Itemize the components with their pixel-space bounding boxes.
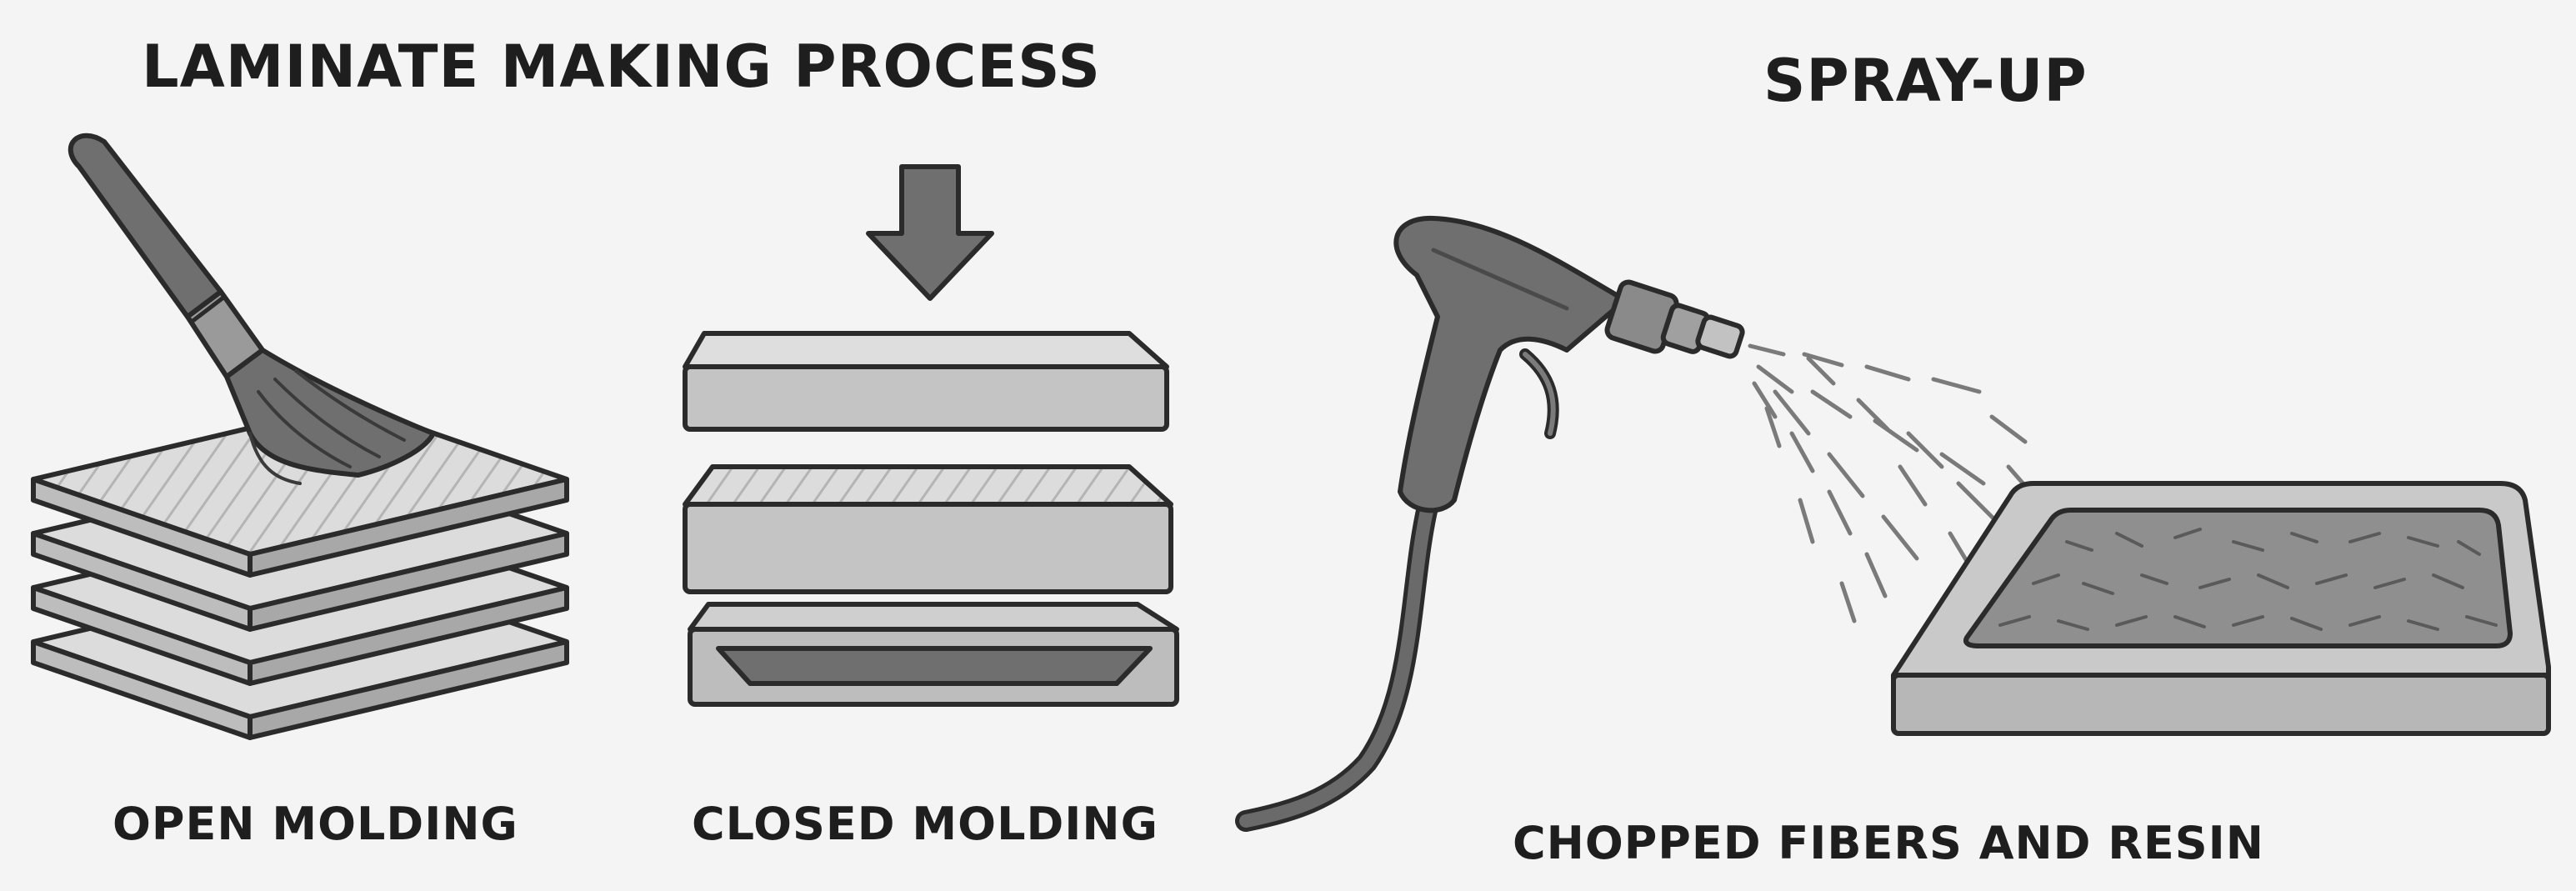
spray-hose-fill xyxy=(1239,493,1436,828)
laminate-preform xyxy=(683,464,1173,594)
spray-up-mold-tray xyxy=(1891,481,2551,736)
lower-mold xyxy=(688,602,1179,707)
caption-open-molding: OPEN MOLDING xyxy=(113,798,518,850)
upper-mold-plate xyxy=(683,331,1169,432)
caption-closed-molding: CLOSED MOLDING xyxy=(692,798,1158,850)
title-spray-up: SPRAY-UP xyxy=(1763,47,2088,115)
chopped-fiber-strands xyxy=(1998,528,2498,631)
spray-gun-icon xyxy=(1393,215,1745,513)
chopped-fiber-bed xyxy=(1963,508,2513,648)
open-molding-laminate-stack xyxy=(31,402,569,740)
spray-mist xyxy=(1748,343,2040,623)
closed-molding-press xyxy=(683,331,1179,707)
laminate-ply-top xyxy=(31,402,569,578)
caption-chopped-fibers-and-resin: CHOPPED FIBERS AND RESIN xyxy=(1513,817,2264,869)
down-arrow-icon xyxy=(866,164,994,301)
title-laminate-making-process: LAMINATE MAKING PROCESS xyxy=(142,33,1101,101)
paint-brush-icon xyxy=(68,133,436,485)
